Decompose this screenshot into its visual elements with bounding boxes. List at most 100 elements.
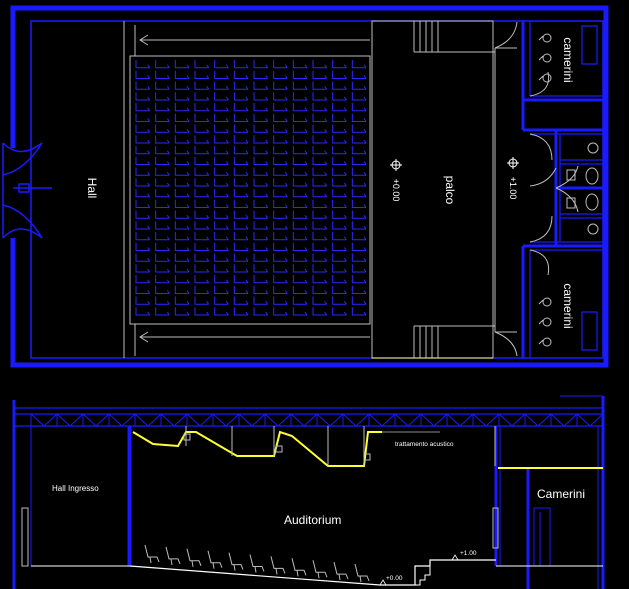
seat [351,210,367,219]
section-level-stage-label: +1.00 [460,550,477,557]
section-thin-walls [30,395,603,589]
stage-door-jamb [492,507,499,549]
seat [135,81,151,90]
section-walls [12,396,605,589]
level-marker-stalls [390,159,402,171]
level-stage-label: +1.00 [508,177,518,200]
seat [214,135,229,144]
seat [135,156,151,165]
seat [155,92,170,101]
seat [233,113,249,122]
roof-truss [160,413,188,427]
seat [135,253,151,262]
seat [253,199,269,208]
seat [174,242,190,251]
seat [273,103,288,112]
seat [292,189,308,198]
seat [312,81,328,90]
seat [253,232,269,241]
seat [273,199,288,208]
seat [174,70,190,79]
seat [351,178,367,187]
seat [174,307,190,316]
roof-truss [108,413,136,427]
seat [332,232,347,241]
seat [292,103,308,112]
seat [312,178,328,187]
seat [194,232,210,241]
seat [214,189,229,198]
seat [351,92,367,101]
section-level-markers [379,554,459,586]
seat [351,275,367,284]
seat [253,146,269,155]
seat [332,113,347,122]
roof-truss [576,413,604,427]
seat [292,146,308,155]
seat [292,167,308,176]
seat [194,135,210,144]
seat [174,189,190,198]
seat [312,156,328,165]
seat [194,178,210,187]
roof-truss [524,413,552,427]
seat [273,189,288,198]
roof-truss [30,413,58,427]
seat [312,103,328,112]
seat [351,199,367,208]
level-stalls-label: +0.00 [391,179,401,202]
seat [312,92,328,101]
seat [332,60,347,69]
seat [214,92,229,101]
seat [292,210,308,219]
seat [194,81,210,90]
seat [155,242,170,251]
seat [292,81,308,90]
seat [253,124,269,133]
seat [351,103,367,112]
seat [253,307,269,316]
seat [155,221,170,230]
seat [273,242,288,251]
seat [312,189,328,198]
seat [253,296,269,305]
roof-truss [82,413,110,427]
roof-truss [238,413,266,427]
roof-truss [446,413,474,427]
seat [351,296,367,305]
seat [194,307,210,316]
seat [273,81,288,90]
acoustic-ceiling [132,430,382,467]
seat [332,296,347,305]
seat [174,264,190,273]
speakers [183,433,371,461]
seat [194,70,210,79]
seat [332,189,347,198]
seat [292,156,308,165]
roof-truss [394,413,422,427]
seat [135,307,151,316]
seat [253,103,269,112]
seat [174,124,190,133]
seat [214,178,229,187]
roof-truss [264,413,292,427]
seat [332,135,347,144]
camerini-bottom-label: camerini [561,283,575,328]
seat [155,113,170,122]
seat [273,92,288,101]
seat [292,135,308,144]
seat [332,307,347,316]
seat [351,232,367,241]
ceiling-hangers [185,426,496,466]
seat [194,113,210,122]
seat [135,296,151,305]
seat [273,285,288,294]
floor-plan: Hall palco +0.00 +1.00 camerini camerini [2,5,609,368]
seat [312,70,328,79]
seat [351,167,367,176]
seat [214,275,229,284]
seat [135,189,151,198]
seat [155,189,170,198]
seat [233,307,249,316]
